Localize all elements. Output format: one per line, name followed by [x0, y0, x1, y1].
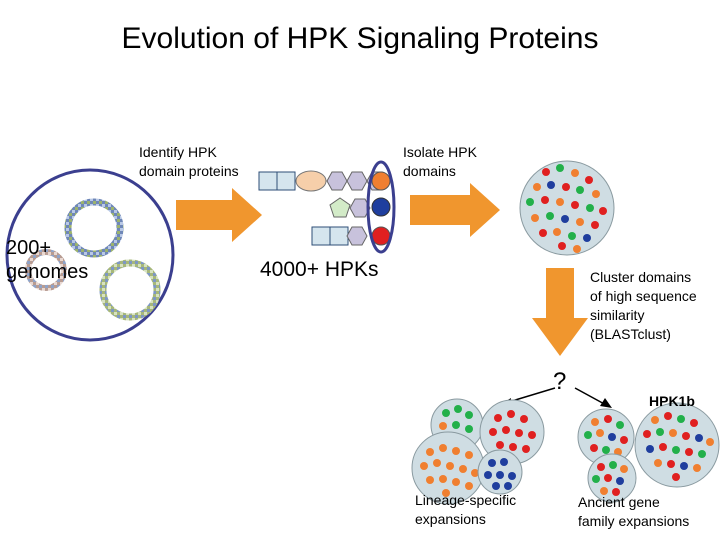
hpk1b-label: HPK1b: [649, 393, 695, 409]
question-mark: ?: [553, 368, 567, 395]
isolate-label: Isolate HPK domains: [403, 144, 477, 179]
lineage-label: Lineage-specific expansions: [415, 492, 517, 527]
plasmid-pink: [25, 249, 67, 291]
genome-ring-outline: [5, 168, 175, 342]
arrow-identify: [176, 188, 262, 242]
identify-label: Identify HPK domain proteins: [139, 144, 239, 179]
arrow-cluster: [532, 268, 588, 356]
arrow-isolate: [410, 183, 500, 237]
plasmid-green: [99, 259, 161, 321]
lineage-clusters: [411, 398, 545, 505]
plasmid-blue: [64, 198, 124, 258]
genomes-bag: [5, 168, 175, 342]
cluster-label: Cluster domains of high sequence similar…: [590, 269, 697, 342]
isolate-ring: [366, 160, 396, 254]
hpks-label: 4000+ HPKs: [260, 258, 379, 281]
pooled-domains: [519, 160, 615, 256]
genomes-label: 200+ genomes: [6, 237, 89, 283]
slide-title: Evolution of HPK Signaling Proteins: [121, 22, 599, 55]
ancient-label: Ancient gene family expansions: [578, 494, 690, 529]
hpk-domain-proteins: [258, 160, 396, 254]
ancient-clusters: [577, 402, 720, 503]
